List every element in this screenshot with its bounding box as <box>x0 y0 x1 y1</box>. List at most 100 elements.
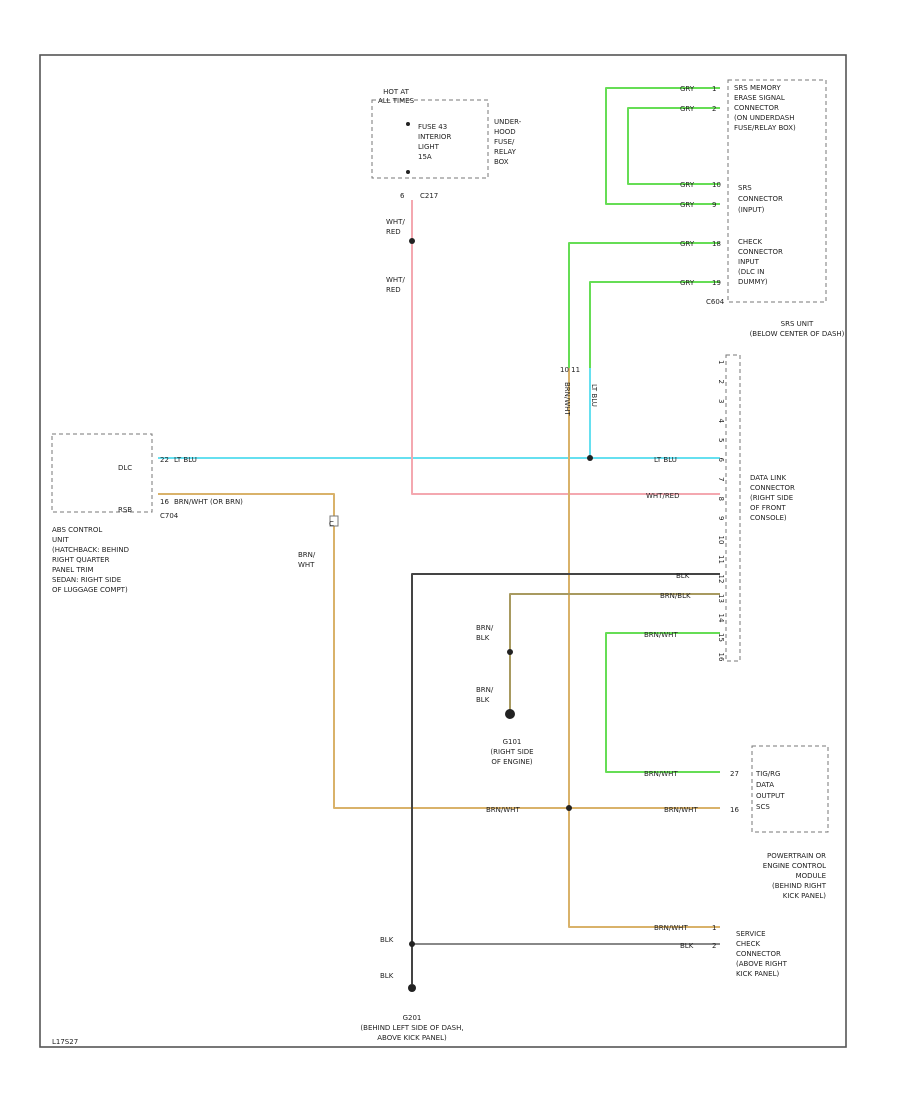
abs-conn-0: C704 <box>160 512 179 520</box>
abs-box-label-1: RSB <box>118 506 132 514</box>
check-connector-label-3: (DLC IN <box>738 268 764 276</box>
abs-wire-brn-wht-0: BRN/WHT (OR BRN) <box>174 498 243 506</box>
gry-label-1-0: GRY <box>680 105 695 113</box>
srs-pin-2-0: 10 <box>712 181 721 189</box>
dlc-pin-2-0: 3 <box>717 399 725 403</box>
srs-unit-box <box>727 79 827 303</box>
dlc-label-1: CONNECTOR <box>750 484 795 492</box>
abs-pin-1: 16 <box>160 498 169 506</box>
service-pin-1-0: 2 <box>712 942 716 950</box>
mid-lt-blu-label-0: LT BLU <box>590 384 598 407</box>
pcm-box-label-2: OUTPUT <box>756 792 785 800</box>
service-pin-0-0: 1 <box>712 924 716 932</box>
fuse-label-3: 15A <box>418 153 432 161</box>
wht-red-label-2-1: RED <box>386 286 401 294</box>
pcm-box-label-1: DATA <box>756 781 774 789</box>
brn-blk-label-b-0: BRN/ <box>476 686 494 694</box>
erase-connector-label-3: (ON UNDERDASH <box>734 114 795 122</box>
underhood-label-3: RELAY <box>494 148 517 156</box>
dlc-wire-brn-wht-0: BRN/WHT <box>644 631 678 639</box>
pcm-wire-2-0: BRN/WHT <box>664 806 698 814</box>
abs-pin-0: 22 <box>160 456 169 464</box>
dlc-label-2: (RIGHT SIDE <box>750 494 793 502</box>
footer-code-0: L17S27 <box>52 1038 78 1046</box>
blk-wire <box>411 573 720 984</box>
srs-conn-name-0: C604 <box>706 298 725 306</box>
abs-unit-label-4: PANEL TRIM <box>52 566 94 574</box>
srs-pin-3-0: 9 <box>712 201 716 209</box>
wht-red-wire <box>411 200 720 495</box>
gry-wire-check-2 <box>589 281 720 368</box>
erase-connector-label-4: FUSE/RELAY BOX) <box>734 124 796 132</box>
dlc-pin-8-0: 9 <box>717 516 725 520</box>
gry-wire-erase <box>605 87 720 205</box>
underhood-fuse-box <box>371 99 489 179</box>
abs-unit-label-0: ABS CONTROL <box>52 526 102 534</box>
splice-blk <box>409 941 415 947</box>
pcm-box-label-0: TIG/RG <box>755 770 780 778</box>
fuse-label-0: FUSE 43 <box>418 123 447 131</box>
abs-box-label-0: DLC <box>118 464 132 472</box>
ground-g201-symbol <box>408 984 416 992</box>
ground-g101-label-0: G101 <box>503 738 522 746</box>
gry-label-3-0: GRY <box>680 201 695 209</box>
check-connector-label-0: CHECK <box>738 238 762 246</box>
brn-blk-label-a-1: BLK <box>476 634 490 642</box>
gry-wire-erase-2 <box>627 107 720 185</box>
dlc-pin-10-0: 11 <box>717 555 725 564</box>
dlc-pin-13-0: 14 <box>717 614 725 623</box>
service-label-2: CONNECTOR <box>736 950 781 958</box>
ground-g101-label-2: OF ENGINE) <box>491 758 533 766</box>
abs-control-unit-box <box>51 433 153 513</box>
blk-label-0-0: BLK <box>380 936 394 944</box>
gry-wire-check-1 <box>568 242 720 368</box>
srs-pin-5-0: 19 <box>712 279 721 287</box>
tan-inline-letter-0: C <box>329 520 334 528</box>
service-label-0: SERVICE <box>736 930 766 938</box>
srs-pin-1-0: 2 <box>712 105 716 113</box>
power-label-0: HOT AT <box>383 88 410 96</box>
service-wire-brn-wht-0: BRN/WHT <box>654 924 688 932</box>
gry-label-5-0: GRY <box>680 279 695 287</box>
wht-red-label-2-0: WHT/ <box>386 276 405 284</box>
pcm-pin-1-0: 16 <box>730 806 739 814</box>
power-label-1: ALL TIMES <box>378 97 415 105</box>
dlc-pin-5-0: 6 <box>717 458 725 463</box>
dlc-pin-0-0: 1 <box>717 360 725 364</box>
gry-wire-pcm <box>605 632 720 773</box>
pcm-label-1: ENGINE CONTROL <box>763 862 826 870</box>
pcm-label-3: (BEHIND RIGHT <box>772 882 827 890</box>
erase-connector-label-0: SRS MEMORY <box>734 84 781 92</box>
diagram-border <box>39 54 847 1048</box>
splice-brn-wht <box>566 805 572 811</box>
brn-wht-wire-abs <box>158 493 720 809</box>
erase-connector-label-2: CONNECTOR <box>734 104 779 112</box>
pcm-wire-1-0: BRN/WHT <box>486 806 520 814</box>
pcm-pin-0-0: 27 <box>730 770 739 778</box>
dlc-wire-lt-blu-0: LT BLU <box>654 456 677 464</box>
tan-inline-connector <box>329 515 339 527</box>
dlc-pin-11-0: 12 <box>717 575 725 584</box>
data-link-connector-box <box>725 354 741 662</box>
pcm-wire-0-0: BRN/WHT <box>644 770 678 778</box>
dlc-pin-14-0: 15 <box>717 633 725 642</box>
brn-blk-label-b-1: BLK <box>476 696 490 704</box>
erase-connector-label-1: ERASE SIGNAL <box>734 94 785 102</box>
dlc-pin-12-0: 13 <box>717 594 725 603</box>
abs-unit-label-5: SEDAN: RIGHT SIDE <box>52 576 121 584</box>
dlc-label-0: DATA LINK <box>750 474 786 482</box>
pcm-label-0: POWERTRAIN OR <box>767 852 826 860</box>
splice-wht-red <box>409 238 415 244</box>
fuse-conn-0: C217 <box>420 192 438 200</box>
abs-unit-label-6: OF LUGGAGE COMPT) <box>52 586 128 594</box>
mid-brn-wht-label-0: BRN/WHT <box>563 382 571 416</box>
srs-connector-label-0: SRS <box>738 184 752 192</box>
service-label-3: (ABOVE RIGHT <box>736 960 788 968</box>
brn-blk-connector-dot <box>507 649 513 655</box>
brn-blk-label-a-0: BRN/ <box>476 624 494 632</box>
wht-red-label-1-1: RED <box>386 228 401 236</box>
dlc-label-3: OF FRONT <box>750 504 786 512</box>
ground-g101-symbol <box>505 709 515 719</box>
ground-g201-label-1: (BEHIND LEFT SIDE OF DASH, <box>360 1024 463 1032</box>
fuse-label-2: LIGHT <box>418 143 440 151</box>
